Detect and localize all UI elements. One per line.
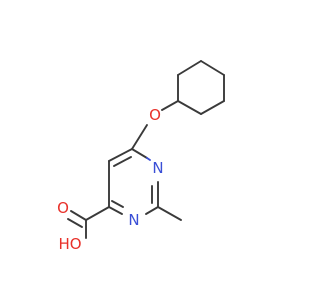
bond-methyl bbox=[157, 206, 182, 221]
nitrogen-label-bottom: N bbox=[128, 211, 139, 229]
nitrogen-label-top: N bbox=[152, 159, 163, 177]
bond-ring-to-carboxyl-carbon bbox=[85, 206, 110, 221]
bond-cyclohexane-2 bbox=[177, 60, 202, 76]
bond-c5-c6 bbox=[108, 148, 133, 162]
hydroxyl-label: HO bbox=[58, 235, 81, 253]
bond-c6-n1 bbox=[131, 148, 148, 159]
bond-cyclohexyl-to-oxygen bbox=[161, 100, 179, 111]
bond-cyclohexane-3 bbox=[200, 60, 225, 76]
bond-c2-n3 bbox=[145, 206, 159, 215]
bond-oxygen-to-pyrimidine bbox=[131, 124, 148, 150]
bond-carbonyl-2 bbox=[67, 218, 83, 228]
carboxylic-acid-group bbox=[67, 206, 110, 239]
chemical-structure-diagram: O N N O HO bbox=[57, 60, 225, 253]
bond-cyclohexane-6 bbox=[177, 100, 202, 115]
ether-linkage bbox=[131, 100, 179, 150]
bond-n3-c4 bbox=[108, 206, 123, 215]
bond-c6-n1-near-n bbox=[146, 157, 151, 161]
bond-carbonyl-1 bbox=[70, 210, 87, 221]
ether-oxygen-label: O bbox=[149, 106, 161, 124]
bond-n3-c4-double bbox=[111, 200, 124, 208]
bond-c5-c6-double bbox=[113, 156, 132, 167]
carbonyl-oxygen-label: O bbox=[57, 199, 69, 217]
pyrimidine-ring bbox=[108, 148, 159, 215]
bond-cyclohexane-5 bbox=[200, 100, 225, 115]
cyclohexyl-ring bbox=[177, 60, 225, 115]
